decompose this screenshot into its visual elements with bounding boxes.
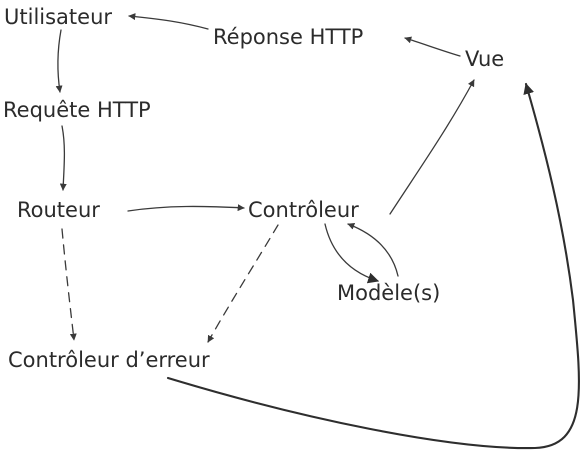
node-controleur: Contrôleur <box>248 198 359 222</box>
edge-controleur-to-modeles <box>324 223 380 284</box>
edge-modeles-to-controleur <box>347 222 399 277</box>
edge-routeur-to-controleur-erreur <box>61 228 77 341</box>
edge-reponse-to-utilisateur <box>128 13 209 30</box>
node-modeles: Modèle(s) <box>337 281 440 305</box>
node-reponse-http: Réponse HTTP <box>213 25 363 49</box>
node-routeur: Routeur <box>17 198 100 222</box>
edge-routeur-to-controleur <box>127 204 245 212</box>
node-utilisateur: Utilisateur <box>4 5 112 29</box>
edge-controleur-to-controleur-erreur <box>207 224 279 343</box>
edge-vue-to-reponse <box>404 36 461 57</box>
node-vue: Vue <box>465 47 504 71</box>
node-requete-http: Requête HTTP <box>3 98 151 122</box>
edge-utilisateur-to-requete <box>55 29 63 93</box>
edge-controleur-erreur-to-vue <box>166 82 580 450</box>
edge-controleur-to-vue <box>389 79 475 215</box>
node-controleur-erreur: Contrôleur d’erreur <box>8 348 210 372</box>
edge-requete-to-routeur <box>59 125 67 191</box>
